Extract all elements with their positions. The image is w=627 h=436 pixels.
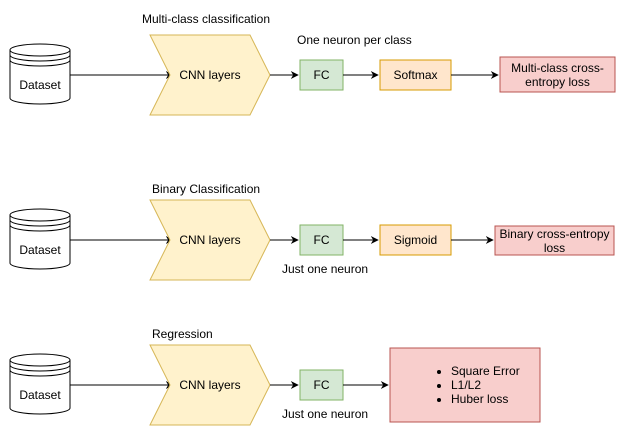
fc-note-3: Just one neuron xyxy=(282,407,369,421)
fc-box-2 xyxy=(299,224,344,256)
sigmoid-label: Sigmoid xyxy=(393,233,438,247)
loss-item-square-error: Square Error xyxy=(451,364,520,378)
cnn-label-1: CNN layers xyxy=(179,68,241,82)
softmax-label: Softmax xyxy=(393,68,438,82)
fc-box-3 xyxy=(299,369,344,401)
dataset-label-2: Dataset xyxy=(19,243,61,257)
dataset-label-1: Dataset xyxy=(19,78,61,92)
fc-note-1: One neuron per class xyxy=(297,33,412,47)
fc-label-3: FC xyxy=(313,378,330,392)
cnn-block-1 xyxy=(149,34,271,116)
row-title-regression: Regression xyxy=(152,327,213,341)
fc-box-1 xyxy=(299,59,344,91)
cnn-block-3 xyxy=(149,344,271,426)
fc-label-1: FC xyxy=(313,68,330,82)
row-title-multiclass: Multi-class classification xyxy=(142,12,271,26)
cnn-label-2: CNN layers xyxy=(179,233,241,247)
loss-label-1: Multi-class cross-entropy loss xyxy=(511,60,604,89)
cnn-block-2 xyxy=(149,199,271,281)
dataset-cylinder-1 xyxy=(9,43,71,105)
loss-box-2 xyxy=(494,225,615,256)
cnn-label-3: CNN layers xyxy=(179,378,241,392)
loss-label-2: Binary cross-entropy loss xyxy=(499,226,610,255)
row-binary xyxy=(9,199,615,281)
loss-box-3 xyxy=(389,347,541,423)
softmax-box xyxy=(379,59,452,91)
loss-item-l1-l2: L1/L2 xyxy=(451,378,520,392)
dataset-cylinder-3 xyxy=(9,353,71,415)
dataset-cylinder-2 xyxy=(9,208,71,270)
row-title-binary: Binary Classification xyxy=(152,182,261,196)
dataset-label-3: Dataset xyxy=(19,388,61,402)
regression-loss-list: Square Error L1/L2 Huber loss xyxy=(437,364,520,406)
sigmoid-box xyxy=(379,224,452,256)
fc-label-2: FC xyxy=(313,233,330,247)
loss-box-1 xyxy=(499,56,616,93)
row-regression xyxy=(9,344,541,426)
fc-note-2: Just one neuron xyxy=(282,262,369,276)
loss-item-huber: Huber loss xyxy=(451,392,520,406)
row-multiclass xyxy=(9,34,616,116)
